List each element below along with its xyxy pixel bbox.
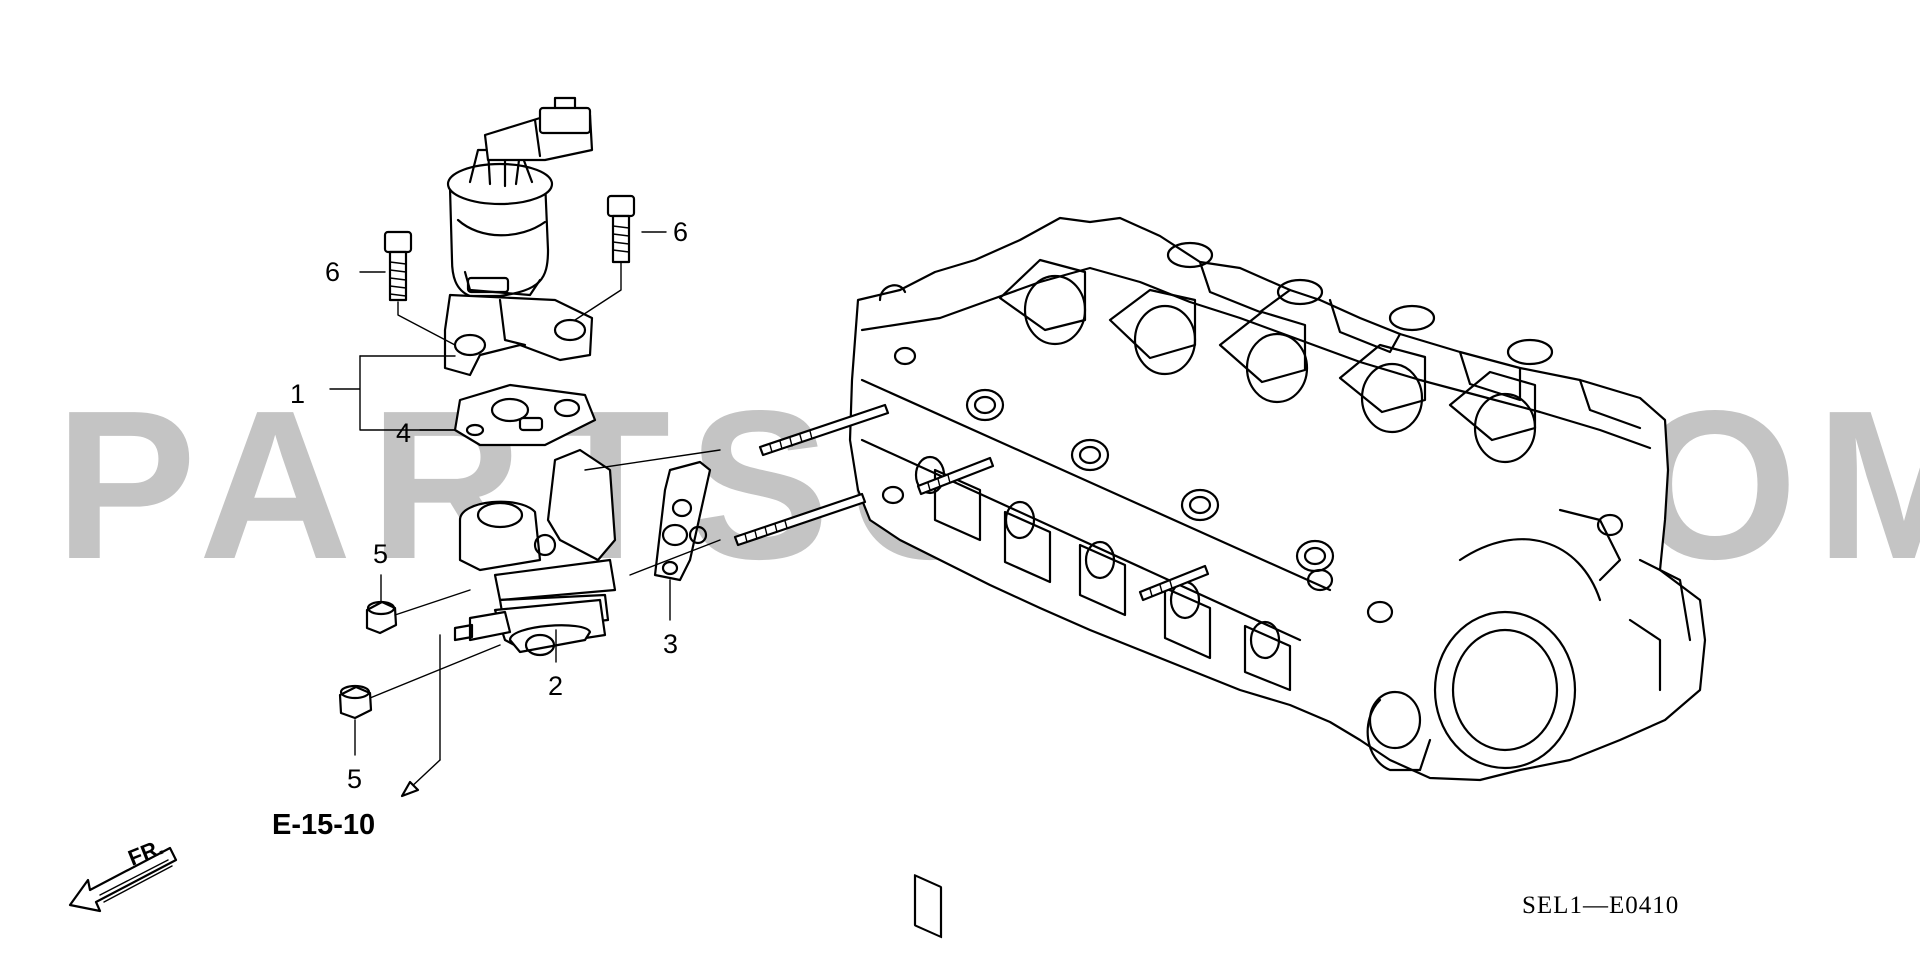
- egr-pipe-2: [453, 448, 617, 657]
- cylinder-head: [848, 216, 1707, 939]
- nut-upper: [365, 600, 398, 635]
- front-arrow: [68, 846, 178, 913]
- callout-5-lower: 5: [347, 764, 362, 794]
- diagram-code: SEL1—E0410: [1522, 892, 1679, 919]
- callout-6-left: 6: [325, 257, 340, 287]
- egr-valve: [443, 96, 594, 377]
- callout-6-right: 6: [673, 217, 688, 247]
- callout-4: 4: [396, 418, 411, 448]
- callout-1: 1: [290, 379, 305, 409]
- reference-e-15-10[interactable]: E-15-10: [272, 809, 375, 841]
- bolt-right: [606, 194, 636, 264]
- leader-lines: [329, 231, 721, 798]
- callout-2: 2: [548, 671, 563, 701]
- nut-lower: [338, 684, 373, 720]
- studs: [733, 403, 1210, 602]
- gasket-4: [453, 383, 597, 447]
- callout-3: 3: [663, 629, 678, 659]
- bolt-left: [383, 230, 413, 302]
- callout-5-upper: 5: [373, 539, 388, 569]
- gasket-3: [653, 460, 712, 582]
